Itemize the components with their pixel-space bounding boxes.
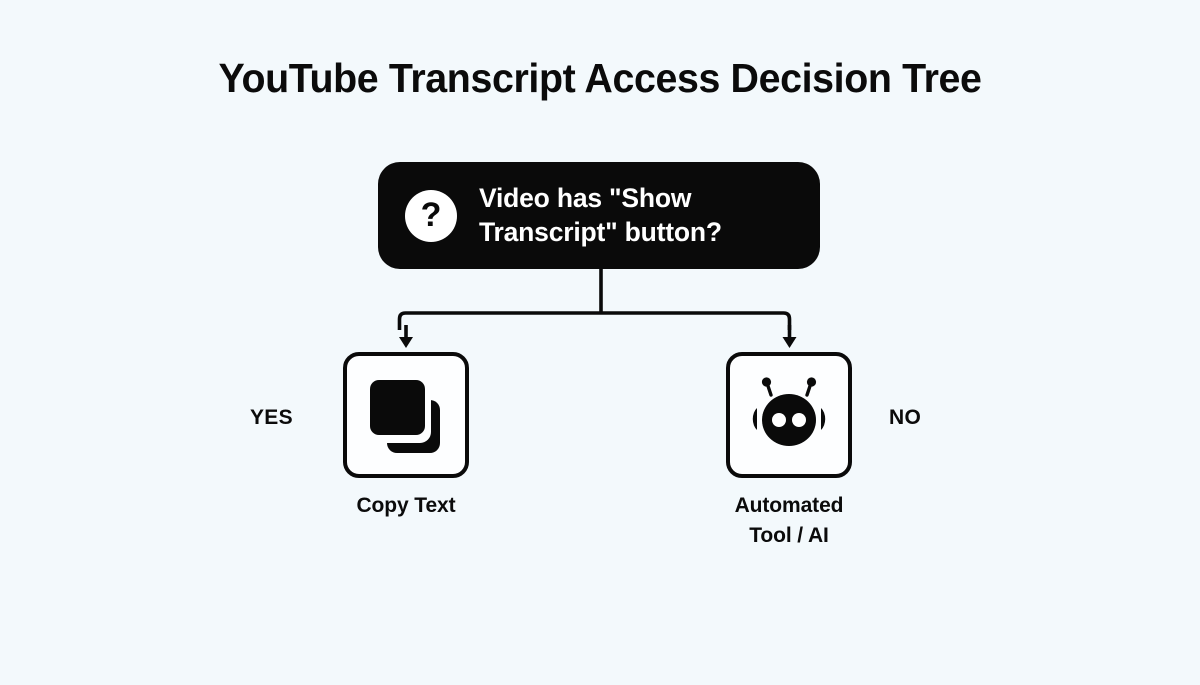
- robot-icon: [752, 377, 826, 446]
- arrow-head-right: [782, 337, 797, 348]
- branch-label-no: NO: [889, 406, 922, 429]
- page-title: YouTube Transcript Access Decision Tree: [218, 55, 982, 101]
- outcome-node-automated-tool[interactable]: [726, 352, 852, 478]
- question-mark-icon: ?: [405, 189, 457, 242]
- copy-icon: [364, 376, 440, 453]
- branch-label-yes: YES: [250, 406, 293, 429]
- question-mark-glyph: ?: [420, 195, 442, 234]
- outcome-caption-automated-tool: Automated Tool / AI: [734, 494, 844, 547]
- arrow-head-left: [399, 337, 413, 348]
- decision-node-question: Video has "Show Transcript" button?: [479, 182, 722, 247]
- decision-node[interactable]: ? Video has "Show Transcript" button?: [378, 162, 820, 269]
- outcome-node-copy-text[interactable]: [343, 352, 469, 478]
- outcome-caption-copy-text: Copy Text: [356, 494, 456, 517]
